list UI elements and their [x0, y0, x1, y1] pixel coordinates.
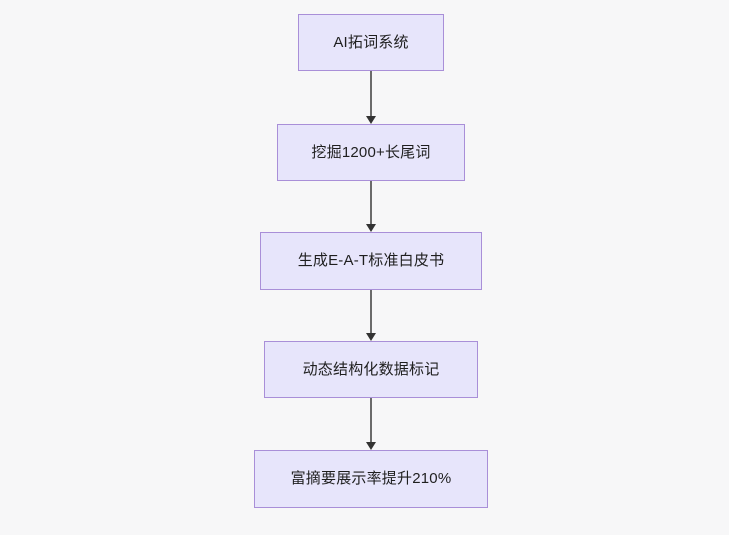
flow-node-label: 挖掘1200+长尾词	[311, 143, 431, 161]
flow-node-label: 富摘要展示率提升210%	[290, 470, 452, 487]
arrow-down-icon	[366, 116, 376, 124]
connector-line	[370, 398, 372, 442]
flow-connector-4	[364, 398, 378, 450]
flow-node-label: 动态结构化数据标记	[302, 360, 440, 378]
flow-node-generate-eat-whitepaper[interactable]: 生成E-A-T标准白皮书	[260, 232, 482, 290]
connector-line	[370, 181, 372, 224]
flow-node-label: 生成E-A-T标准白皮书	[297, 252, 445, 269]
flow-connector-3	[364, 290, 378, 341]
flow-connector-1	[364, 71, 378, 124]
flow-connector-2	[364, 181, 378, 232]
connector-line	[370, 290, 372, 333]
arrow-down-icon	[366, 224, 376, 232]
flow-node-mine-longtail-keywords[interactable]: 挖掘1200+长尾词	[277, 124, 465, 181]
flow-node-rich-snippet-impression-uplift[interactable]: 富摘要展示率提升210%	[254, 450, 488, 508]
arrow-down-icon	[366, 442, 376, 450]
arrow-down-icon	[366, 333, 376, 341]
flow-node-ai-keyword-system[interactable]: AI拓词系统	[298, 14, 444, 71]
flow-node-dynamic-structured-data-markup[interactable]: 动态结构化数据标记	[264, 341, 478, 398]
flow-node-label: AI拓词系统	[333, 33, 409, 51]
connector-line	[370, 71, 372, 116]
